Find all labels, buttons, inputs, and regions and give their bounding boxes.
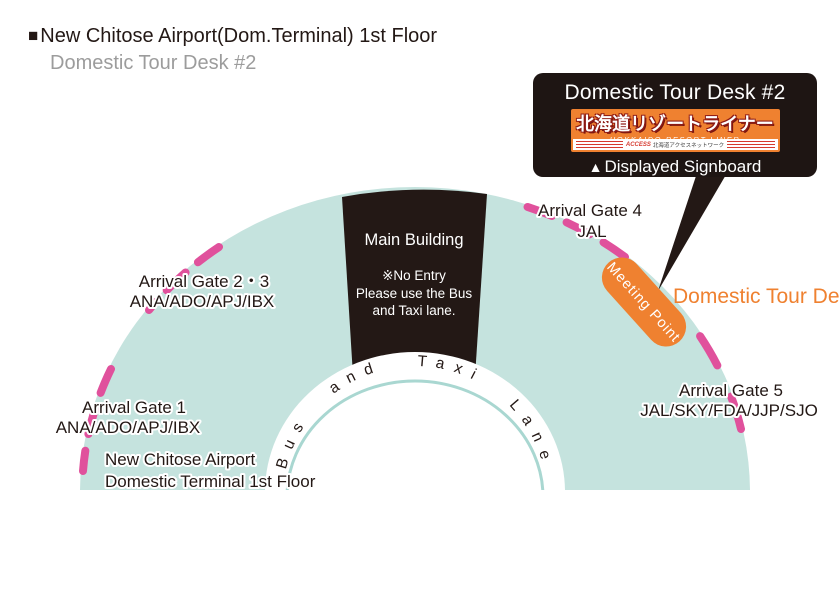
page-subtitle: Domestic Tour Desk #2 bbox=[50, 52, 257, 74]
domestic-tour-desk-label: Domestic Tour Desk bbox=[673, 285, 840, 308]
terminal-footnote-line1: New Chitose Airport bbox=[105, 450, 256, 469]
banner-japanese-name: 北海道リゾートライナー bbox=[576, 114, 774, 134]
strip-lines-right bbox=[727, 141, 775, 148]
signboard-caption: ▲ Displayed Signboard bbox=[533, 157, 817, 177]
gate-5-dashes bbox=[696, 332, 745, 433]
main-building-name: Main Building bbox=[364, 231, 463, 249]
signboard-caption-text: Displayed Signboard bbox=[604, 157, 762, 176]
gate-labels: Arrival Gate 2・3 ANA/ADO/APJ/IBX Arrival… bbox=[54, 199, 820, 439]
gate-1-dashes bbox=[79, 365, 115, 475]
no-entry-note-line1: ※No Entry bbox=[382, 268, 446, 283]
bus-taxi-lane-area bbox=[265, 352, 565, 490]
lane-inner-edge-line bbox=[285, 379, 545, 490]
gate-2-3-airlines: ANA/ADO/APJ/IBX bbox=[130, 292, 275, 311]
operator-logo-mark: ACCESS bbox=[625, 141, 651, 148]
resort-liner-banner: 北海道リゾートライナー HOKKAIDO RESORT LINER ACCESS… bbox=[570, 109, 780, 152]
gate-2-3-dashes bbox=[145, 243, 223, 314]
operator-logo: ACCESS 北海道アクセスネットワーク bbox=[626, 141, 724, 149]
page-header: ■ New Chitose Airport(Dom.Terminal) 1st … bbox=[28, 24, 437, 76]
gate-4-airlines: JAL bbox=[577, 222, 606, 241]
signboard-pointer-arrow bbox=[658, 173, 727, 291]
page-title-text: New Chitose Airport(Dom.Terminal) 1st Fl… bbox=[40, 25, 438, 47]
no-entry-note-line2: Please use the Bus bbox=[356, 286, 473, 301]
gate-4-label: Arrival Gate 4 bbox=[538, 201, 642, 220]
triangle-up-icon: ▲ bbox=[588, 159, 603, 175]
no-entry-note-line3: and Taxi lane. bbox=[372, 303, 455, 318]
gate-1-airlines: ANA/ADO/APJ/IBX bbox=[56, 418, 201, 437]
terminal-footnote-line2: Domestic Terminal 1st Floor bbox=[105, 472, 316, 491]
strip-lines-left bbox=[575, 141, 623, 148]
gate-5-label: Arrival Gate 5 bbox=[679, 381, 783, 400]
meeting-point-pill bbox=[601, 257, 687, 347]
signboard-title: Domestic Tour Desk #2 bbox=[564, 81, 786, 104]
signboard-callout: Domestic Tour Desk #2 北海道リゾートライナー HOKKAI… bbox=[533, 73, 817, 177]
gate-markers bbox=[79, 200, 745, 475]
banner-logo-strip: ACCESS 北海道アクセスネットワーク bbox=[572, 139, 778, 150]
operator-logo-text: 北海道アクセスネットワーク bbox=[652, 142, 725, 149]
main-building-label: Main Building ※No Entry Please use the B… bbox=[356, 231, 473, 318]
gate-5-airlines: JAL/SKY/FDA/JJP/SJO bbox=[640, 401, 818, 420]
main-building-shape bbox=[342, 189, 487, 392]
gate-4-dashes bbox=[514, 200, 629, 261]
square-bullet-icon: ■ bbox=[28, 26, 39, 45]
page-title: ■ New Chitose Airport(Dom.Terminal) 1st … bbox=[28, 24, 437, 49]
gate-2-3-label: Arrival Gate 2・3 bbox=[139, 272, 269, 291]
terminal-footnote: New Chitose Airport Domestic Terminal 1s… bbox=[103, 448, 318, 493]
gate-1-label: Arrival Gate 1 bbox=[82, 398, 186, 417]
